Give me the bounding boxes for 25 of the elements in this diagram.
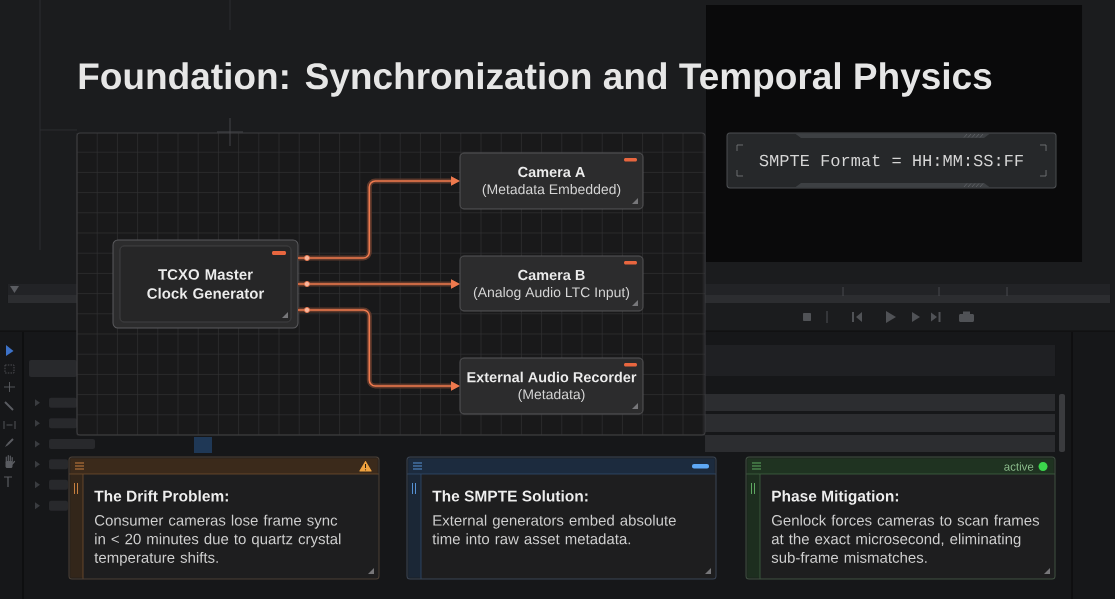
device-title: Camera A bbox=[518, 166, 585, 178]
process-box: TCXO Master Clock Generator bbox=[112, 239, 299, 329]
info-card bbox=[68, 456, 380, 580]
status-label: active bbox=[1004, 462, 1034, 471]
device-title: External Audio Recorder bbox=[467, 371, 637, 383]
note-text: Consumer cameras lose frame sync in < 20 minutes due to quartz crystal temperature shifts. bbox=[94, 514, 341, 566]
readout-box: SMPTE Format = HH:MM:SS:FF bbox=[726, 132, 1057, 189]
arrow bbox=[297, 307, 460, 391]
info-card bbox=[745, 456, 1056, 580]
note-text: External generators embed absolute time into raw asset metadata. bbox=[432, 514, 676, 545]
info-card bbox=[406, 456, 717, 580]
device-title: Camera B bbox=[518, 269, 585, 281]
note-text: Genlock forces cameras to scan frames at the exact microsecond, eliminating sub-frame mismatches. bbox=[771, 514, 1040, 563]
arrow bbox=[297, 176, 460, 261]
device-subtitle: (Metadata Embedded) bbox=[482, 183, 621, 197]
device-box bbox=[459, 357, 644, 415]
note-heading: The Drift Problem: bbox=[94, 490, 228, 502]
arrow bbox=[297, 279, 460, 289]
device-box bbox=[459, 255, 644, 312]
note-heading: The SMPTE Solution: bbox=[432, 490, 588, 502]
device-subtitle: (Metadata) bbox=[518, 388, 585, 402]
device-subtitle: (Analog Audio LTC Input) bbox=[473, 286, 630, 300]
device-box bbox=[459, 152, 644, 210]
title: Foundation: Synchronization and Temporal Physics bbox=[79, 62, 992, 97]
note-heading: Phase Mitigation: bbox=[772, 490, 899, 505]
